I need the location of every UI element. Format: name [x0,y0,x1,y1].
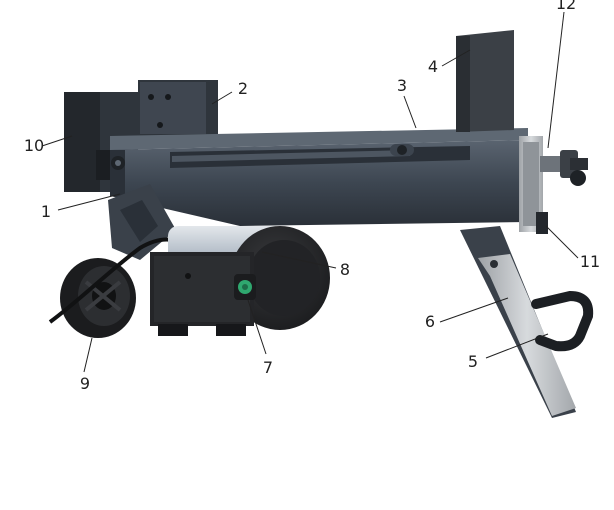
callout-label-4: 4 [427,57,439,76]
side-knob [536,212,548,234]
callout-label-10: 10 [23,136,45,155]
callout-label-1: 1 [40,202,52,221]
callout-label-5: 5 [467,352,479,371]
upright-blade [456,30,514,132]
callout-label-11: 11 [579,252,601,271]
callout-label-3: 3 [396,76,408,95]
top-wedge [138,80,218,136]
wheel [60,258,136,338]
callout-leaders [41,11,579,373]
carry-handle [531,290,594,352]
front-end-plate [519,136,588,232]
front-leg [460,226,576,418]
callout-label-9: 9 [79,374,91,393]
callout-label-7: 7 [262,358,274,377]
main-beam [110,128,528,226]
callout-label-12: 12 [555,0,577,13]
callout-label-6: 6 [424,312,436,331]
callout-label-2: 2 [237,79,249,98]
power-switch [234,274,256,300]
callout-label-8: 8 [339,260,351,279]
